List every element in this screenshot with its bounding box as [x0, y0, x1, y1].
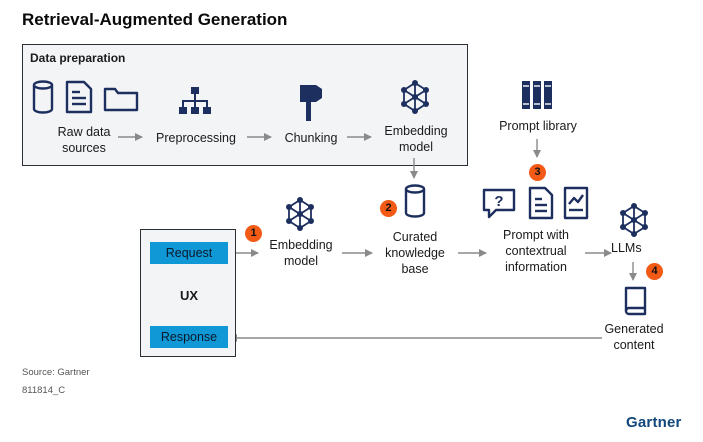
- data-preparation-heading: Data preparation: [30, 51, 126, 65]
- preprocessing-label: Preprocessing: [156, 131, 236, 145]
- neural-network-icon: [620, 203, 648, 237]
- chunking-label: Chunking: [284, 131, 338, 145]
- question-icon: ?: [482, 188, 516, 219]
- step-badge-2: 2: [380, 200, 397, 217]
- ux-label: UX: [179, 288, 199, 303]
- hierarchy-icon: [179, 87, 211, 114]
- data-preparation-panel: [22, 44, 468, 166]
- step-badge-4: 4: [646, 263, 663, 280]
- raw-data-sources-label: Raw data sources: [57, 125, 111, 155]
- response-button[interactable]: Response: [150, 326, 228, 348]
- neural-network-icon: [401, 80, 429, 114]
- figure-id: 811814_C: [22, 385, 66, 396]
- database-icon: [404, 184, 426, 218]
- diagram-title: Retrieval-Augmented Generation: [22, 10, 288, 29]
- neural-network-icon: [286, 197, 314, 231]
- book-icon: [624, 286, 647, 316]
- document-icon: [528, 186, 554, 220]
- gartner-logo: Gartner: [626, 414, 682, 431]
- folder-icon: [103, 87, 139, 112]
- document-icon: [65, 80, 93, 114]
- chart-document-icon: [563, 186, 589, 220]
- prompt-with-context-label: Prompt with contextrual information: [503, 228, 569, 274]
- request-button[interactable]: Request: [150, 242, 228, 264]
- llms-label: LLMs: [611, 241, 642, 255]
- books-icon: [522, 81, 552, 109]
- prompt-library-label: Prompt library: [499, 119, 577, 133]
- prep-embedding-model-label: Embedding model: [384, 124, 448, 154]
- curated-knowledge-base-label: Curated knowledge base: [385, 230, 445, 276]
- svg-text:?: ?: [494, 193, 503, 210]
- embedding-model-label: Embedding model: [269, 238, 333, 268]
- source-note: Source: Gartner: [22, 367, 90, 378]
- database-icon: [32, 80, 54, 114]
- step-badge-1: 1: [245, 225, 262, 242]
- axe-icon: [300, 85, 322, 121]
- generated-content-label: Generated content: [604, 322, 664, 352]
- step-badge-3: 3: [529, 164, 546, 181]
